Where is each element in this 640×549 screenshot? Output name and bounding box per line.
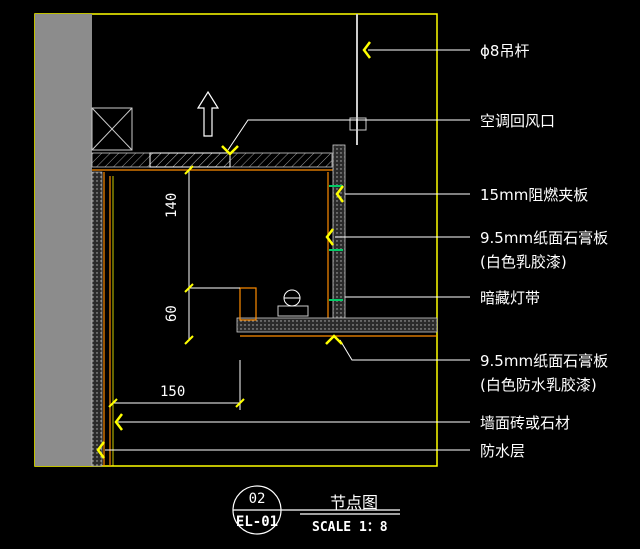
arrow-fire-board: [335, 185, 344, 203]
sheet-number: EL-01: [235, 514, 279, 530]
airflow-arrow: [196, 90, 220, 137]
callout-wall-tile: 墙面砖或石材: [480, 414, 571, 432]
callout-gypsum-2-line2: (白色防水乳胶漆): [480, 376, 597, 394]
arrow-gypsum-2: [325, 334, 343, 345]
duct-box: [91, 107, 133, 151]
dim-60: 60: [164, 305, 180, 322]
dim-tick-2: [184, 283, 194, 293]
detail-number: 02: [248, 491, 266, 507]
leader-gypsum-2: [339, 339, 470, 361]
return-vent-grille: [149, 152, 231, 168]
bulkhead-board: [332, 144, 346, 332]
callout-fire-board: 15mm阻燃夹板: [480, 186, 589, 204]
dim-140: 140: [164, 192, 180, 218]
callout-rod: ϕ8吊杆: [480, 42, 530, 60]
duct-cross-2: [91, 107, 133, 151]
callout-hidden-light: 暗藏灯带: [480, 289, 541, 307]
detail-scale: SCALE 1：8: [312, 520, 388, 535]
arrow-return-vent: [221, 145, 239, 156]
concrete-wall: [35, 14, 92, 466]
dim-tick-1: [184, 165, 194, 175]
dim-tick-4: [108, 398, 118, 408]
light-fixture-base: [277, 305, 309, 317]
light-trough: [239, 287, 257, 321]
callout-return-vent: 空调回风口: [480, 112, 556, 130]
wall-tile-layer: [91, 171, 103, 467]
callout-gypsum-2-line1: 9.5mm纸面石膏板: [480, 352, 609, 370]
arrow-waterproof: [96, 441, 105, 459]
dim-150: 150: [160, 384, 186, 400]
leader-return-vent: [227, 119, 470, 151]
ceiling-board-lower: [236, 317, 438, 333]
arrow-rod: [362, 41, 371, 59]
callout-gypsum-1-line1: 9.5mm纸面石膏板: [480, 229, 609, 247]
detail-title: 节点图: [330, 493, 379, 512]
callout-gypsum-1-line2: (白色乳胶漆): [480, 253, 567, 271]
dim-tick-5: [235, 398, 245, 408]
arrow-wall-tile: [114, 413, 123, 431]
arrow-gypsum-1: [325, 228, 334, 246]
callout-waterproof: 防水层: [480, 442, 526, 460]
rod-bracket: [349, 117, 367, 131]
dim-tick-3: [184, 335, 194, 345]
